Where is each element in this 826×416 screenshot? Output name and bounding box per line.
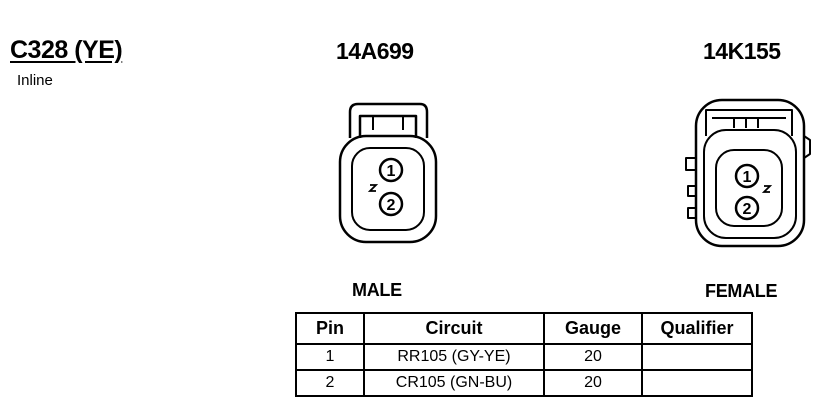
svg-text:2: 2 (743, 201, 752, 218)
svg-text:2: 2 (387, 197, 396, 214)
cell-pin: 1 (295, 343, 365, 371)
pin-table: Pin Circuit Gauge Qualifier 1 RR105 (GY-… (295, 312, 753, 397)
svg-text:1: 1 (743, 169, 752, 186)
male-label: MALE (352, 280, 402, 300)
male-key-mark (367, 184, 379, 192)
header-qualifier: Qualifier (641, 312, 753, 345)
cell-gauge: 20 (543, 343, 643, 371)
header-circuit: Circuit (363, 312, 545, 345)
table-row: 1 RR105 (GY-YE) 20 (295, 343, 753, 371)
female-pin-1: 1 (734, 163, 760, 189)
female-key-mark (761, 185, 773, 193)
male-connector-diagram: 1 2 (338, 102, 438, 244)
cell-gauge: 20 (543, 369, 643, 397)
table-header-row: Pin Circuit Gauge Qualifier (295, 312, 753, 345)
cell-qualifier (641, 343, 753, 371)
header-pin: Pin (295, 312, 365, 345)
male-part-number: 14A699 (336, 38, 414, 64)
female-connector-diagram: 1 2 (685, 98, 811, 248)
male-pin-2: 2 (378, 191, 404, 217)
female-pin-2: 2 (734, 195, 760, 221)
connector-type: Inline (17, 72, 53, 89)
female-label: FEMALE (705, 281, 778, 301)
cell-pin: 2 (295, 369, 365, 397)
connector-id: C328 (YE) (10, 36, 123, 64)
cell-circuit: RR105 (GY-YE) (363, 343, 545, 371)
header-gauge: Gauge (543, 312, 643, 345)
male-pin-1: 1 (378, 157, 404, 183)
female-part-number: 14K155 (703, 38, 781, 64)
table-row: 2 CR105 (GN-BU) 20 (295, 369, 753, 397)
svg-text:1: 1 (387, 163, 396, 180)
cell-qualifier (641, 369, 753, 397)
cell-circuit: CR105 (GN-BU) (363, 369, 545, 397)
